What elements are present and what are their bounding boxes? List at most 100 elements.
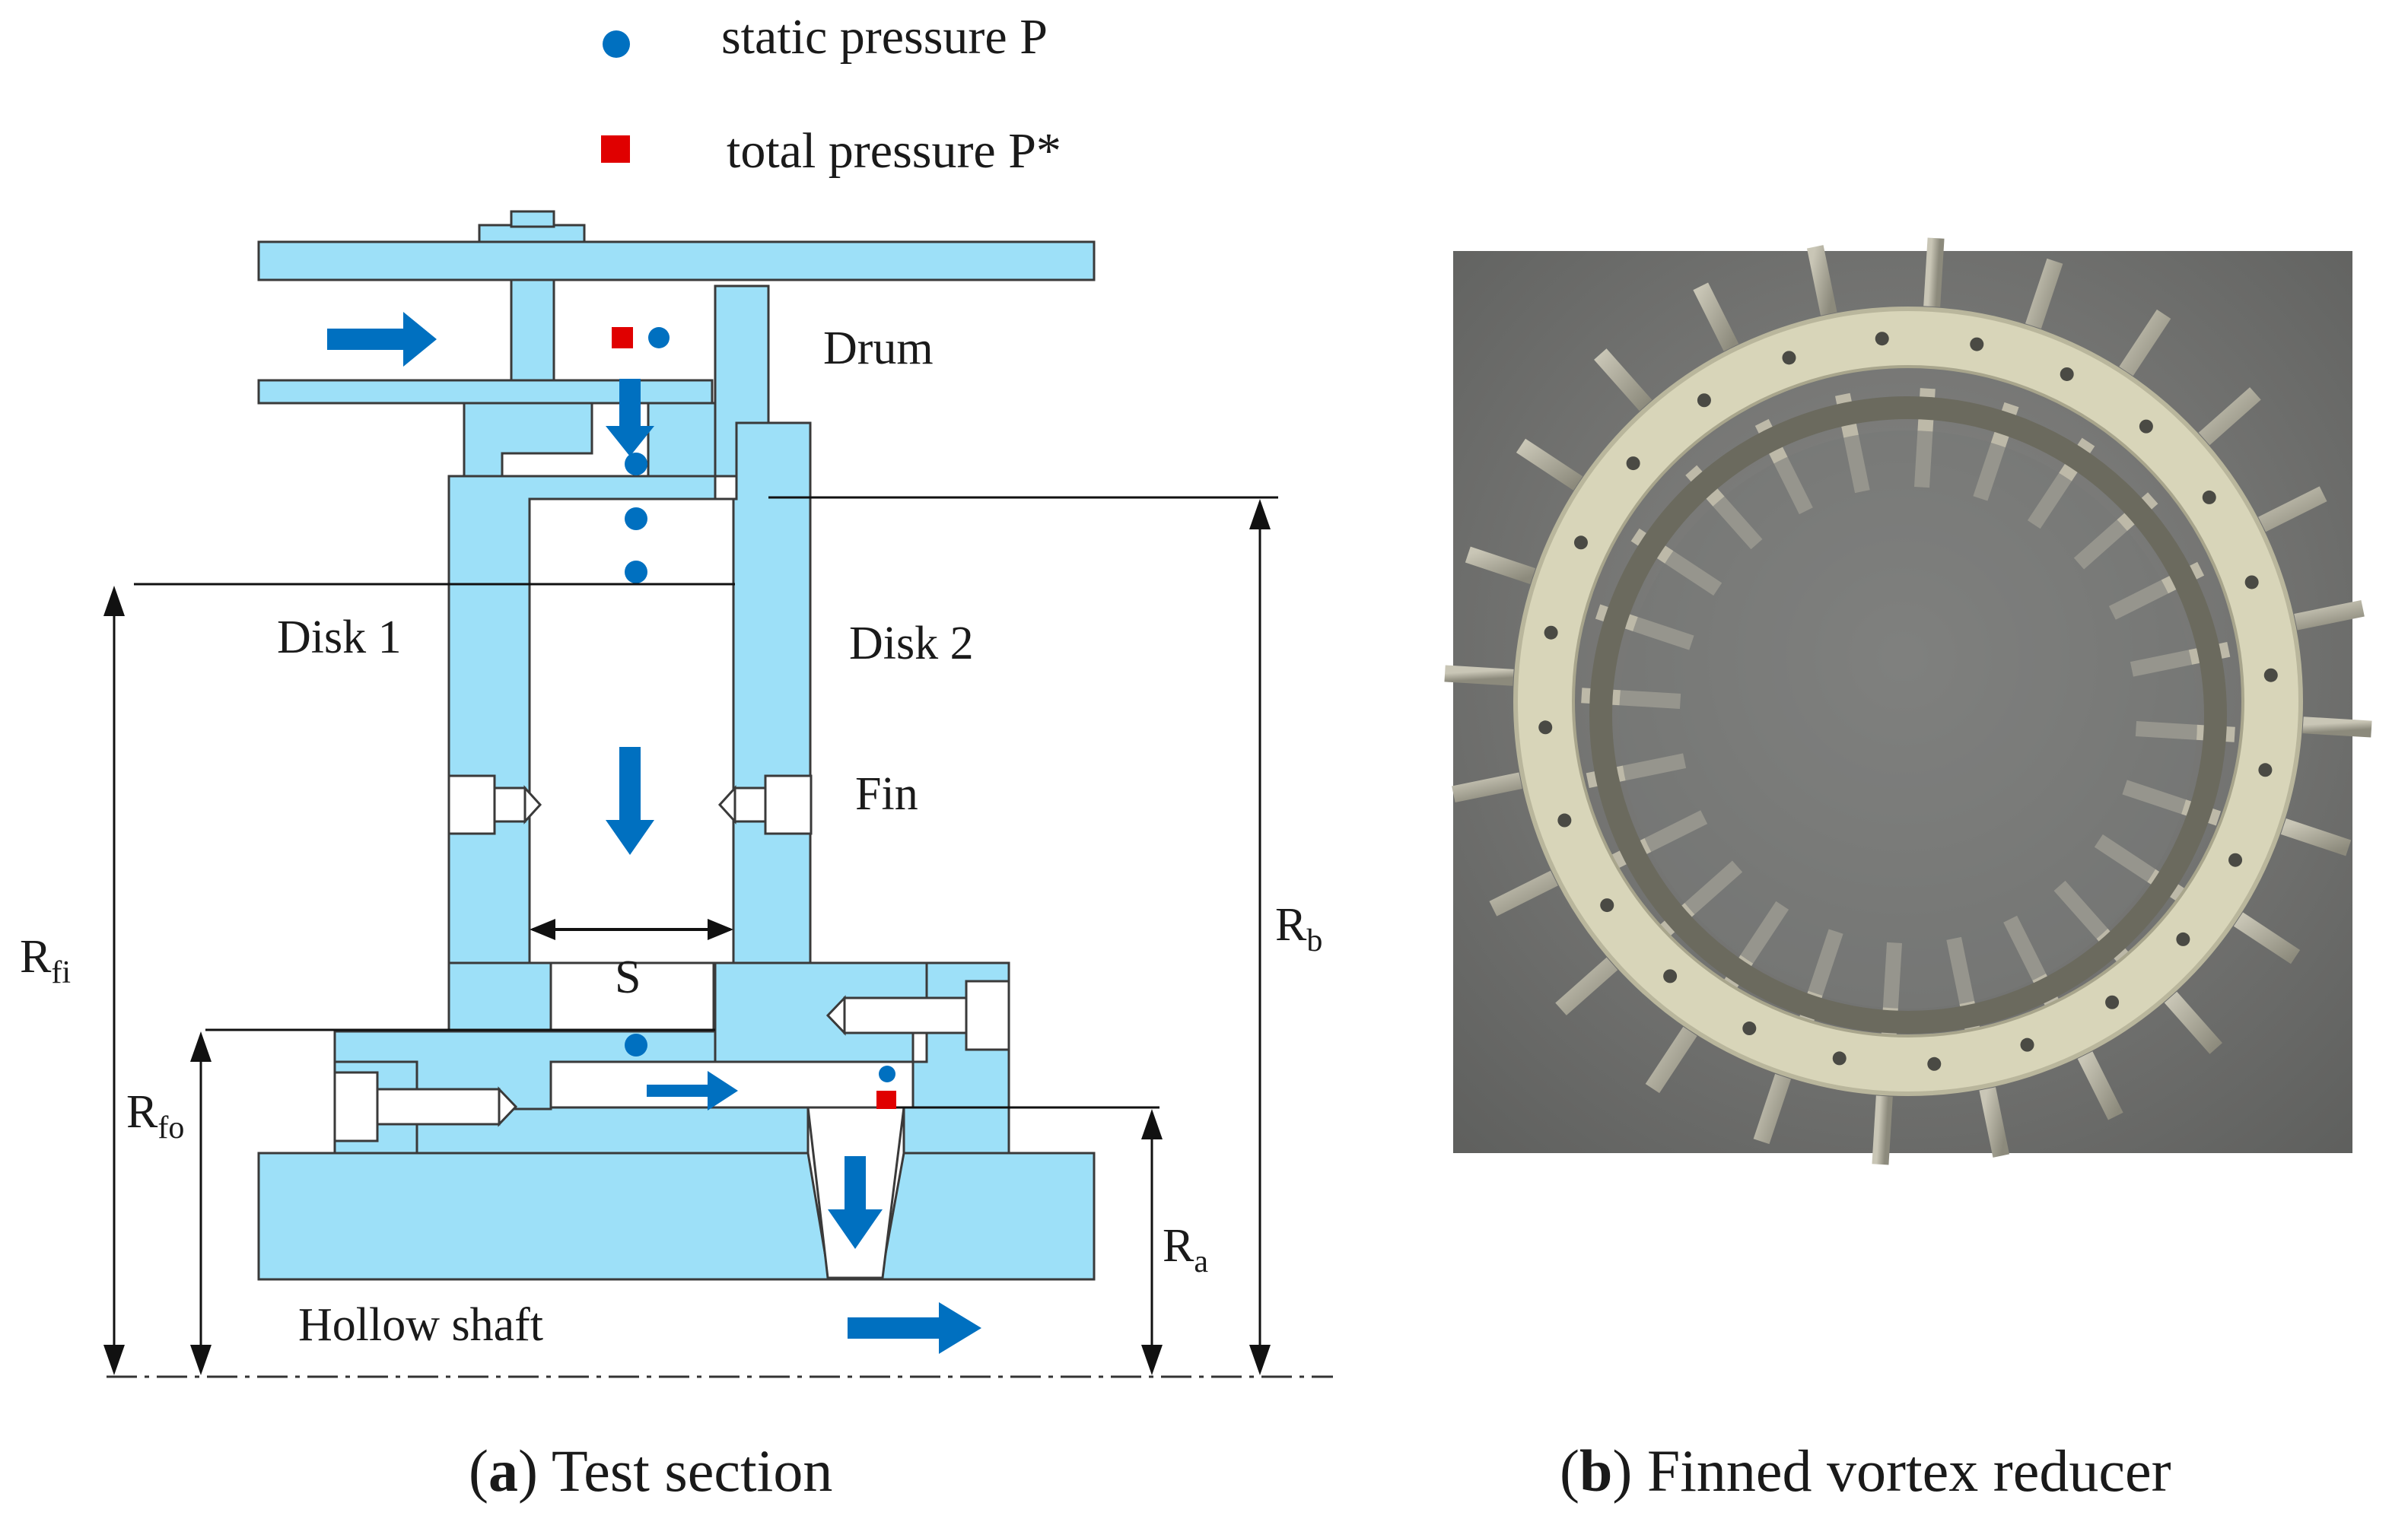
static-pressure-point (879, 1066, 895, 1082)
drum-label: Drum (823, 323, 934, 374)
radial-channel (549, 1060, 915, 1109)
drum-inner-plate (257, 379, 714, 405)
finned-vortex-reducer-photo (1444, 237, 2372, 1165)
drum-top-plate (257, 240, 1096, 281)
bolt-hole (1970, 337, 1984, 351)
outer-fin (1806, 245, 1837, 316)
outer-fin (1872, 1095, 1893, 1165)
drum-block-left (463, 402, 593, 478)
bolt-hole (2258, 763, 2273, 777)
channel-arrow-icon (647, 1071, 738, 1111)
outer-fin (1444, 665, 1514, 686)
reducer-ring-outer (1516, 310, 2300, 1093)
total-pressure-point (612, 327, 633, 348)
disk-1-hub (447, 961, 552, 1033)
bolt-hole (2139, 419, 2153, 434)
bolt-hole (2176, 932, 2190, 946)
bolt-hole (1538, 720, 1553, 735)
bolt-hole (1626, 456, 1640, 471)
total-pressure-label: total pressure P* (727, 123, 1061, 179)
outer-fin (2294, 599, 2365, 631)
radius-dimensions (103, 496, 1278, 1375)
spacing-label: S (615, 952, 641, 1003)
outer-fin (1452, 772, 1522, 803)
outer-fin (1693, 282, 1739, 351)
bolt-hole (2228, 853, 2243, 867)
outer-fin (2302, 717, 2372, 738)
static-pressure-point (648, 327, 670, 348)
outer-fin (1923, 237, 1945, 307)
legend: static pressure P total pressure P* (601, 9, 1061, 179)
total-pressure-marker (601, 135, 630, 163)
bolt-hole (1600, 898, 1614, 913)
caption-a: (a) Test section (469, 1438, 832, 1504)
outer-fin (1465, 546, 1536, 584)
bolt-hole (1544, 625, 1558, 640)
reducer-ring-inner-edge (1572, 365, 2244, 1037)
rfi-label: Rfi (20, 931, 71, 990)
outer-fin (2258, 486, 2327, 532)
static-pressure-label: static pressure P (721, 9, 1048, 65)
total-pressure-point (876, 1091, 896, 1109)
outer-fin (2280, 818, 2352, 856)
disk-2-label: Disk 2 (849, 618, 974, 669)
drum-post-left (510, 278, 555, 382)
shaft-right-block (902, 1106, 1010, 1155)
static-pressure-marker (603, 30, 630, 58)
flange-bolt-right (825, 980, 1010, 1051)
static-pressure-point (625, 507, 647, 530)
flow-arrows (327, 312, 981, 1354)
bolt-hole (1832, 1051, 1847, 1066)
disk-1-label: Disk 1 (277, 612, 402, 663)
bolt-hole (2060, 367, 2074, 381)
outer-fin (2077, 1051, 2123, 1120)
ring-bolt-holes (1538, 332, 2278, 1071)
rfo-label: Rfo (126, 1086, 184, 1145)
hollow-shaft-label: Hollow shaft (298, 1299, 543, 1351)
outer-fin (1594, 348, 1653, 411)
rb-label: Rb (1275, 899, 1322, 958)
static-pressure-point (625, 453, 647, 475)
outer-fin (2198, 387, 2261, 446)
static-pressure-point (625, 1034, 647, 1057)
reducer-inner-cylinder (1589, 396, 2227, 1034)
bolt-hole (2105, 995, 2120, 1009)
outer-fin (1555, 957, 1618, 1015)
reducer-ring-edge (1513, 307, 2303, 1096)
bolt-hole (1573, 535, 1588, 550)
bolt-hole (1557, 813, 1572, 828)
static-pressure-point (625, 561, 647, 583)
hollow-shaft (257, 1152, 1096, 1281)
outer-fin (2164, 991, 2222, 1054)
outer-fin (1516, 438, 1583, 491)
test-section-diagram (257, 210, 1096, 1281)
bolt-hole (2263, 668, 2278, 682)
ra-label: Ra (1163, 1220, 1208, 1279)
bolt-hole (1782, 351, 1796, 365)
outer-fin (1753, 1073, 1791, 1145)
inlet-arrow-icon (327, 312, 437, 367)
caption-b: (b) Finned vortex reducer (1560, 1438, 2171, 1504)
measurement-points (612, 327, 896, 1109)
shaft-down-arrow-icon (828, 1156, 883, 1249)
bolt-hole (1742, 1022, 1757, 1036)
drum-down-arrow-icon (606, 379, 654, 456)
outer-fin (1979, 1087, 2010, 1158)
disk-2 (714, 421, 928, 1033)
fin-down-arrow-icon (606, 747, 654, 855)
outer-fin (2119, 309, 2171, 377)
bolt-hole (2202, 490, 2216, 504)
bolt-hole (1927, 1057, 1942, 1071)
fin-bolt-left (447, 774, 542, 835)
bolt-hole (2244, 575, 2259, 589)
outer-fin (1645, 1026, 1697, 1094)
bolt-hole (1697, 393, 1711, 408)
bolt-hole (1875, 332, 1889, 346)
outer-fin (2025, 258, 2063, 329)
outer-fin (2233, 912, 2301, 964)
fin-bolt-right (717, 774, 813, 835)
bolt-hole (1663, 969, 1678, 983)
outer-fin (1489, 870, 1558, 917)
